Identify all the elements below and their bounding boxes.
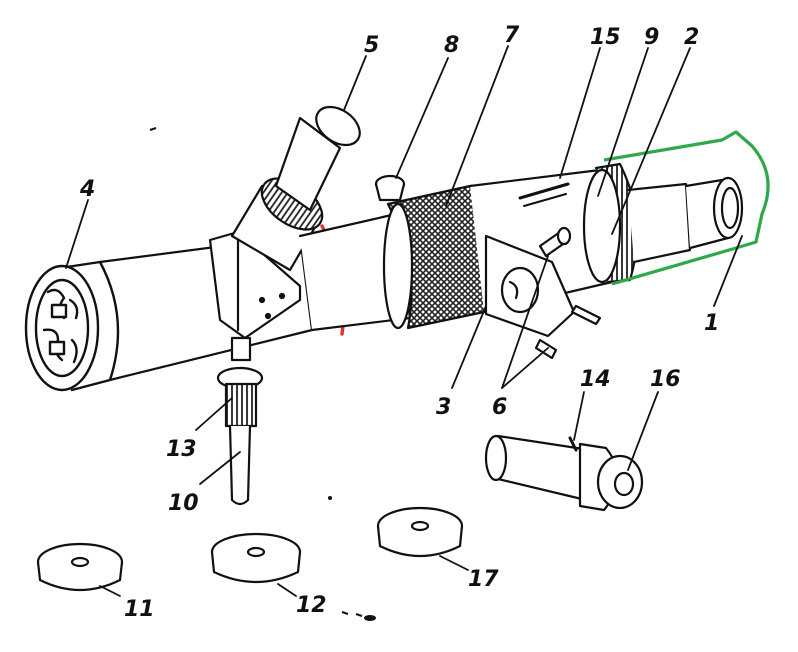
label-10: 10 bbox=[168, 491, 199, 516]
ridged-collar bbox=[582, 162, 639, 284]
stray-marks bbox=[149, 127, 376, 621]
label-6: 6 bbox=[492, 395, 507, 420]
label-1: 1 bbox=[704, 311, 719, 336]
top-knob bbox=[374, 174, 406, 202]
label-2: 2 bbox=[684, 25, 699, 50]
label-12: 12 bbox=[296, 593, 327, 618]
disk-11 bbox=[36, 542, 124, 592]
label-5: 5 bbox=[364, 33, 379, 58]
label-8: 8 bbox=[444, 33, 459, 58]
disk-17 bbox=[376, 506, 464, 558]
label-3: 3 bbox=[436, 395, 451, 420]
eyepiece-tube bbox=[230, 105, 361, 272]
leader-lines bbox=[65, 45, 743, 597]
disk-12 bbox=[210, 532, 302, 584]
label-15: 15 bbox=[590, 25, 621, 50]
label-14: 14 bbox=[580, 367, 611, 392]
label-9: 9 bbox=[644, 25, 659, 50]
label-7: 7 bbox=[504, 23, 520, 48]
window-bracket bbox=[484, 234, 576, 338]
objective-tube bbox=[626, 176, 744, 264]
label-17: 17 bbox=[468, 567, 499, 592]
label-4: 4 bbox=[79, 177, 95, 202]
label-13: 13 bbox=[166, 437, 197, 462]
eyepiece-adapter bbox=[484, 434, 644, 512]
callout-numbers: 5 8 7 15 9 2 4 1 3 6 13 10 14 16 11 12 1… bbox=[79, 23, 719, 622]
slotted-end-cap bbox=[24, 260, 120, 392]
stand-rod bbox=[216, 336, 264, 506]
label-11: 11 bbox=[124, 597, 155, 622]
label-16: 16 bbox=[650, 367, 681, 392]
adjustment-screws bbox=[534, 226, 602, 360]
highlight-outline bbox=[603, 130, 770, 286]
